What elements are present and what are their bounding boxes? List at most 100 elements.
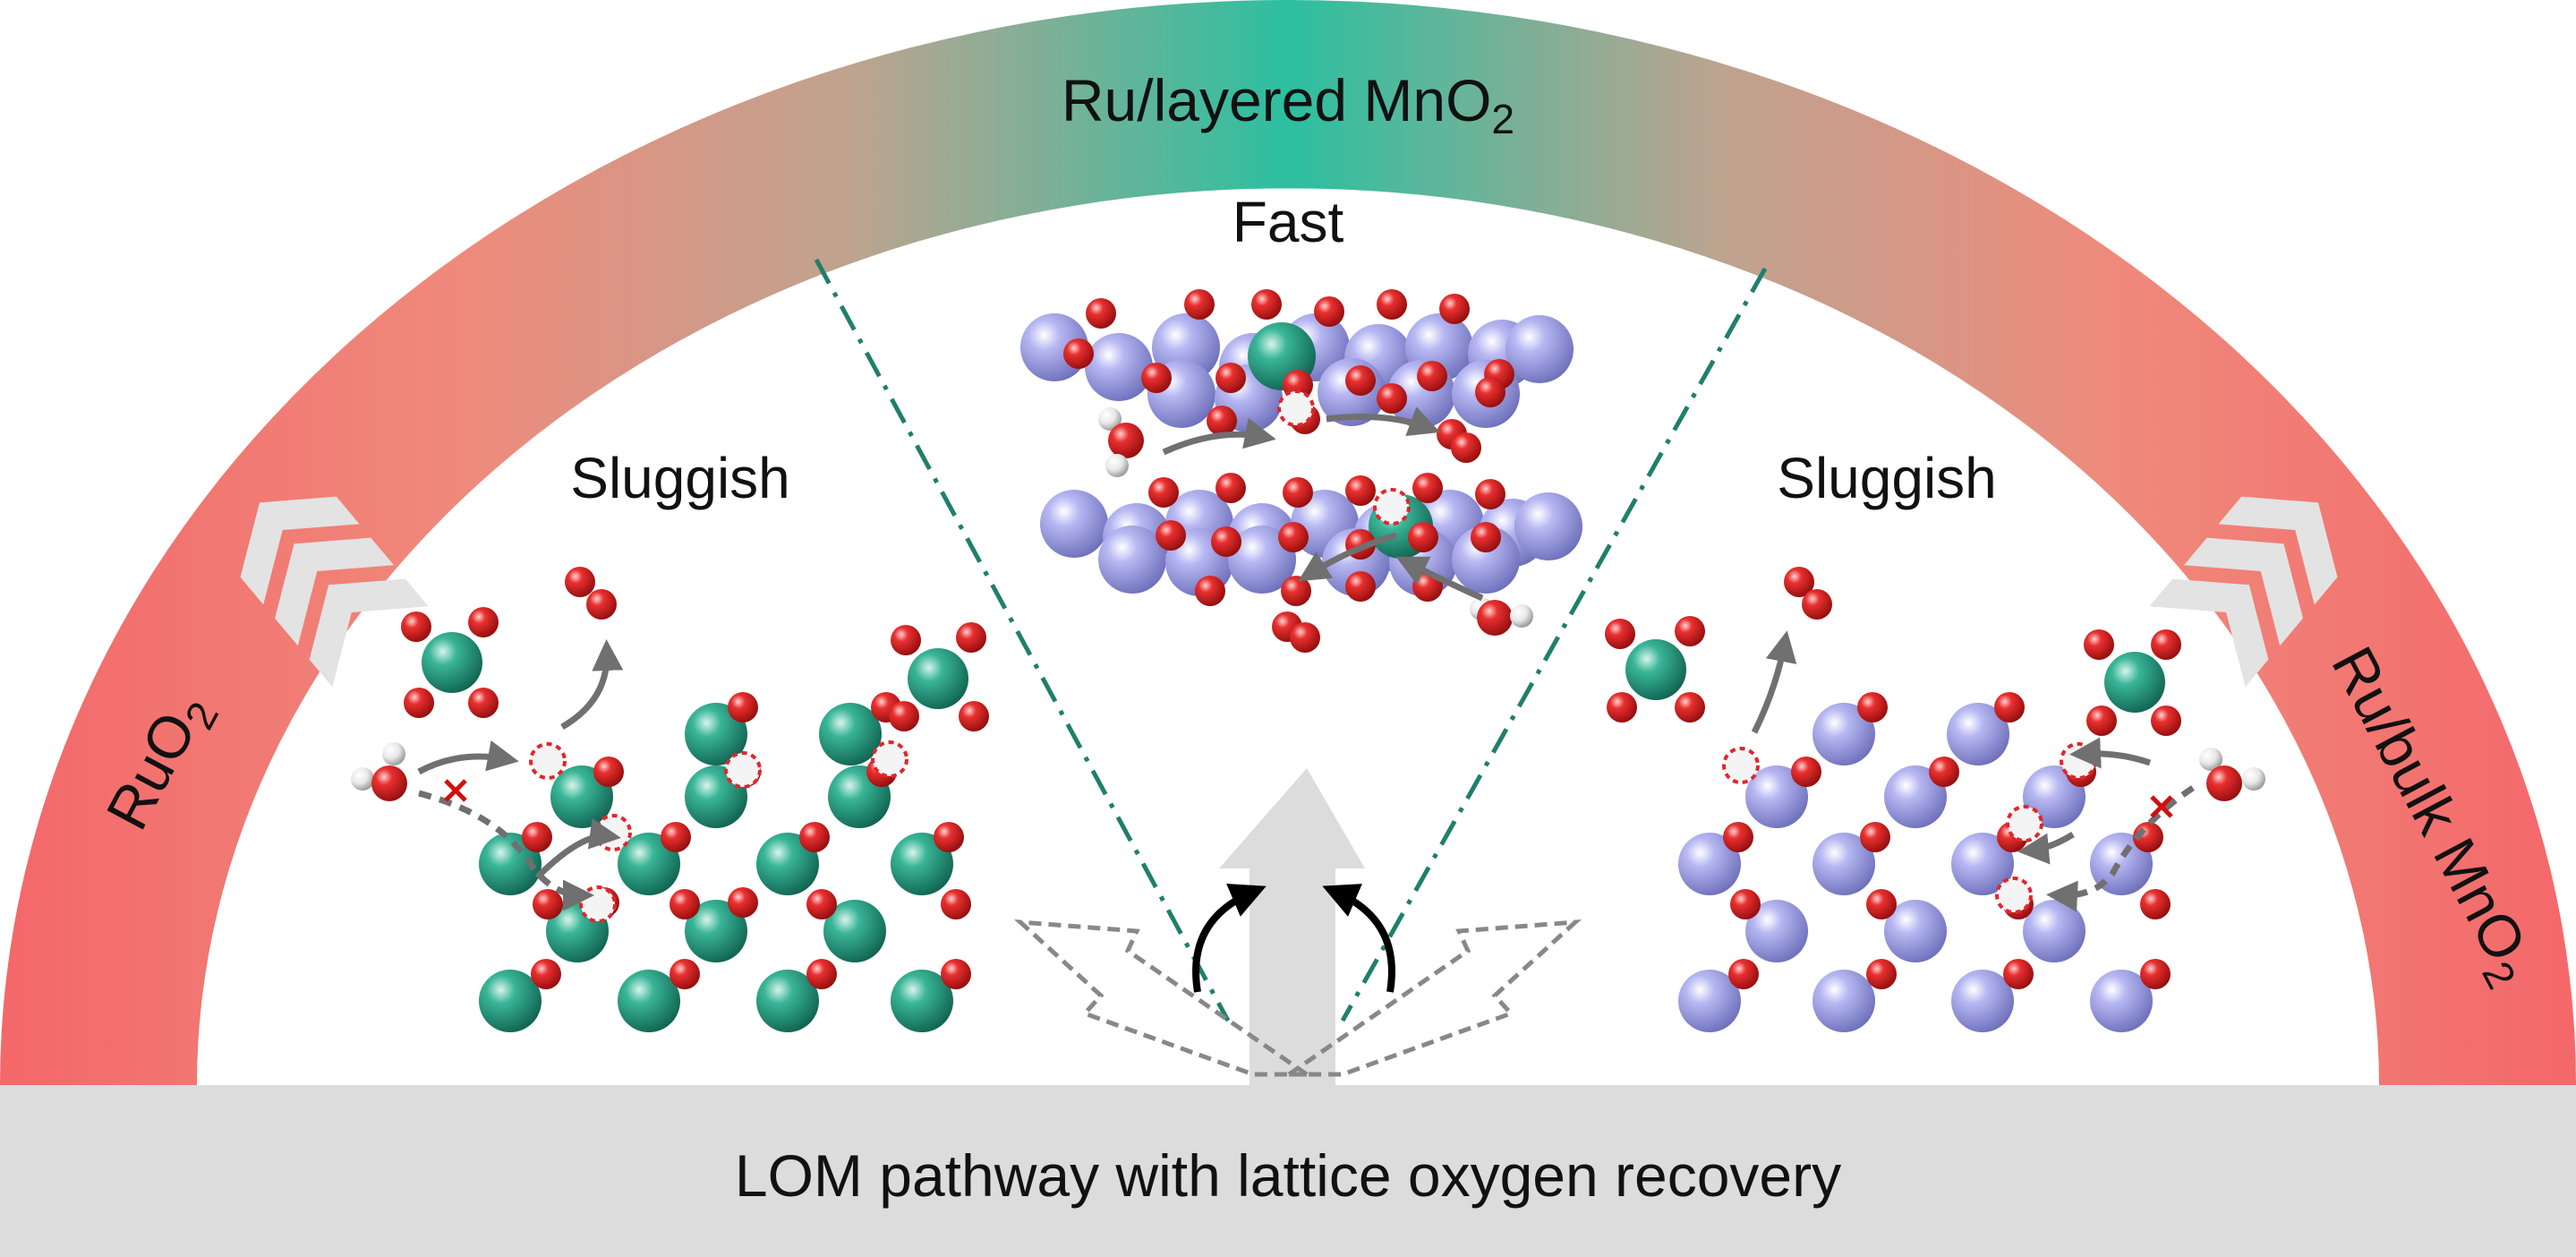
o-atom: [1345, 365, 1376, 396]
ru-atom: [422, 632, 482, 693]
mn-atom: [1228, 526, 1296, 594]
gradient-arc-band: [0, 0, 2576, 1085]
o-atom: [1471, 522, 1501, 552]
o-atom: [1784, 567, 1814, 597]
h-atom: [1098, 407, 1122, 431]
o-atom: [1802, 589, 1832, 620]
o-atom: [1377, 383, 1407, 414]
o-atom: [670, 959, 700, 989]
left-divider-line: [814, 258, 1231, 1022]
left-arrow-1: [417, 740, 519, 775]
ru-atom: [891, 970, 953, 1032]
h-atom: [351, 767, 374, 791]
o-atom: [1675, 692, 1705, 723]
o-atom: [661, 822, 691, 852]
atom-layer: [351, 289, 2265, 1032]
o-atom: [1417, 361, 1447, 391]
o-atom: [522, 822, 552, 852]
o-atom: [1377, 289, 1407, 320]
o-atom: [1675, 616, 1705, 646]
mn-atom: [1947, 703, 2009, 765]
o-atom: [2086, 705, 2117, 736]
o-atom: [2151, 705, 2181, 736]
o-atom: [1475, 377, 1506, 407]
oxygen-vacancy: [724, 751, 762, 789]
mn-atom: [1514, 492, 1582, 560]
o-atom: [1866, 959, 1897, 989]
o-atom: [1475, 479, 1506, 509]
right-arrow-1: [2069, 737, 2152, 769]
ru-atom: [823, 900, 886, 962]
ru-atom: [2104, 652, 2165, 713]
mn-atom: [1098, 526, 1166, 594]
mn-atom: [1813, 833, 1875, 895]
ru-atom: [891, 833, 953, 895]
mn-atom: [2090, 833, 2153, 895]
o-atom: [1412, 473, 1443, 503]
left-dashed-arrow: [1013, 919, 1309, 1077]
o-atom: [586, 589, 617, 620]
mn-atom: [1506, 315, 1574, 383]
mn-atom: [1951, 833, 2014, 895]
top-arc-label: Ru/layered MnO2: [1062, 67, 1514, 142]
o-atom: [1211, 526, 1241, 557]
o-atom: [401, 611, 431, 642]
o-atom: [799, 822, 830, 852]
ru-atom: [819, 703, 882, 765]
o-atom: [1148, 477, 1179, 508]
ru-atom: [479, 970, 542, 1032]
o-atom: [1063, 338, 1094, 369]
oxygen-vacancy: [1995, 876, 2033, 914]
o-atom: [1605, 619, 1635, 649]
center-rate-label: Fast: [1233, 190, 1344, 254]
h-atom: [2242, 767, 2265, 791]
blocked-cross-icon: [444, 779, 2173, 818]
o-atom: [670, 889, 700, 919]
o-atom: [941, 959, 971, 989]
h-atom: [1105, 454, 1129, 477]
o-atom: [2151, 629, 2181, 660]
mn-atom: [1678, 833, 1741, 895]
o-atom: [806, 889, 837, 919]
o-atom: [404, 688, 434, 718]
right-arrow-3: [2017, 832, 2075, 865]
o-atom: [1283, 477, 1313, 508]
oxygen-vacancy: [1722, 747, 1760, 784]
o-atom: [1345, 475, 1376, 506]
o-atom: [371, 765, 407, 801]
right-blocked-arrow: [2046, 785, 2195, 912]
right-chevrons-icon: [2149, 496, 2338, 688]
o-atom: [2140, 959, 2171, 989]
o-atom: [806, 959, 837, 989]
mn-atom: [2090, 970, 2153, 1032]
process-arrows: [417, 406, 2152, 880]
o-atom: [1290, 622, 1320, 653]
o-atom: [565, 567, 595, 597]
o-atom: [891, 625, 921, 655]
o-atom: [1184, 289, 1215, 320]
center-bottom-arrow-left: [1298, 532, 1397, 582]
o-atom: [1607, 692, 1637, 723]
oxygen-vacancy: [594, 814, 632, 851]
oxygen-vacancy: [529, 742, 567, 780]
o-atom: [941, 889, 971, 919]
o-atom: [468, 607, 499, 637]
o-atom: [1730, 889, 1761, 919]
o-atom: [956, 622, 986, 653]
o-atom: [593, 757, 624, 787]
o-atom: [533, 889, 563, 919]
ru-atom: [479, 833, 542, 895]
ru-atom: [908, 648, 968, 709]
ru-atom: [618, 970, 680, 1032]
o-atom: [1477, 600, 1513, 636]
left-chevrons-icon: [240, 496, 429, 688]
bottom-bar-label: LOM pathway with lattice oxygen recovery: [735, 1142, 1841, 1209]
mn-atom: [1745, 900, 1808, 962]
center-bottom-arrow-right: [1395, 556, 1484, 602]
mn-atom: [1884, 900, 1947, 962]
o-atom: [1451, 432, 1481, 463]
o-atom: [1929, 757, 1959, 787]
left-arrow-3: [534, 817, 621, 880]
o-atom: [1994, 692, 2025, 723]
o-atom: [2140, 889, 2171, 919]
